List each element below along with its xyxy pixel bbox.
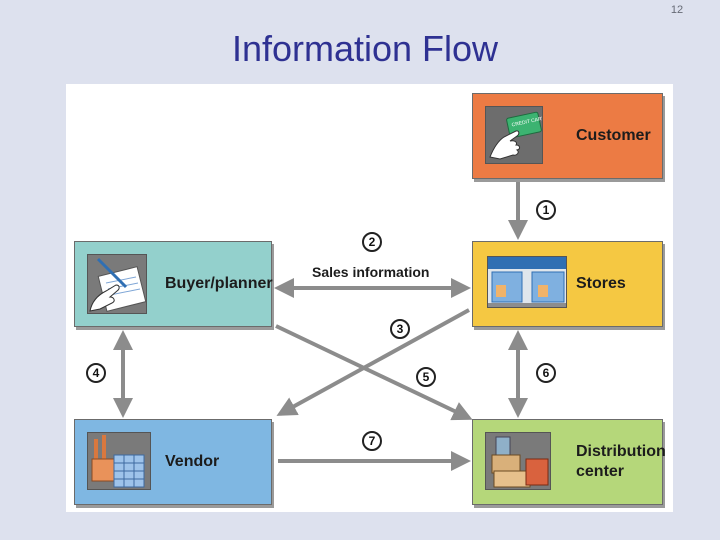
information-flow-diagram: CREDIT CARD Customer Stores [66,84,673,512]
distribution-center-box: Distribution center [472,419,666,505]
customer-label: Customer [576,127,651,144]
hand-writing-icon [87,254,147,314]
page-number: 12 [670,4,684,16]
flow-arrows [113,180,528,471]
stores-box: Stores [472,241,663,327]
credit-card-hand-icon: CREDIT CARD [485,106,543,164]
distribution-center-label-line2: center [576,463,625,480]
boxes-icon [485,432,551,490]
arrow-stores-to-vendor [276,308,470,416]
slide-title: Information Flow [231,28,499,69]
step-6-marker: 6 [536,363,556,383]
buyer-planner-label: Buyer/planner [165,275,273,292]
factory-icon [87,432,151,490]
storefront-icon [487,256,567,308]
buyer-planner-box: Buyer/planner [74,241,273,327]
stores-label: Stores [576,275,626,292]
customer-box: CREDIT CARD Customer [472,93,663,179]
step-3-marker: 3 [390,319,410,339]
distribution-center-label-line1: Distribution [576,443,666,460]
step-5-marker: 5 [416,367,436,387]
arrow-buyer-to-dc [275,324,473,421]
vendor-box: Vendor [74,419,272,505]
step-1-marker: 1 [536,200,556,220]
step-7-marker: 7 [362,431,382,451]
vendor-label: Vendor [165,453,220,470]
step-2-marker: 2 [362,232,382,252]
step-4-marker: 4 [86,363,106,383]
sales-information-label: Sales information [312,264,430,280]
